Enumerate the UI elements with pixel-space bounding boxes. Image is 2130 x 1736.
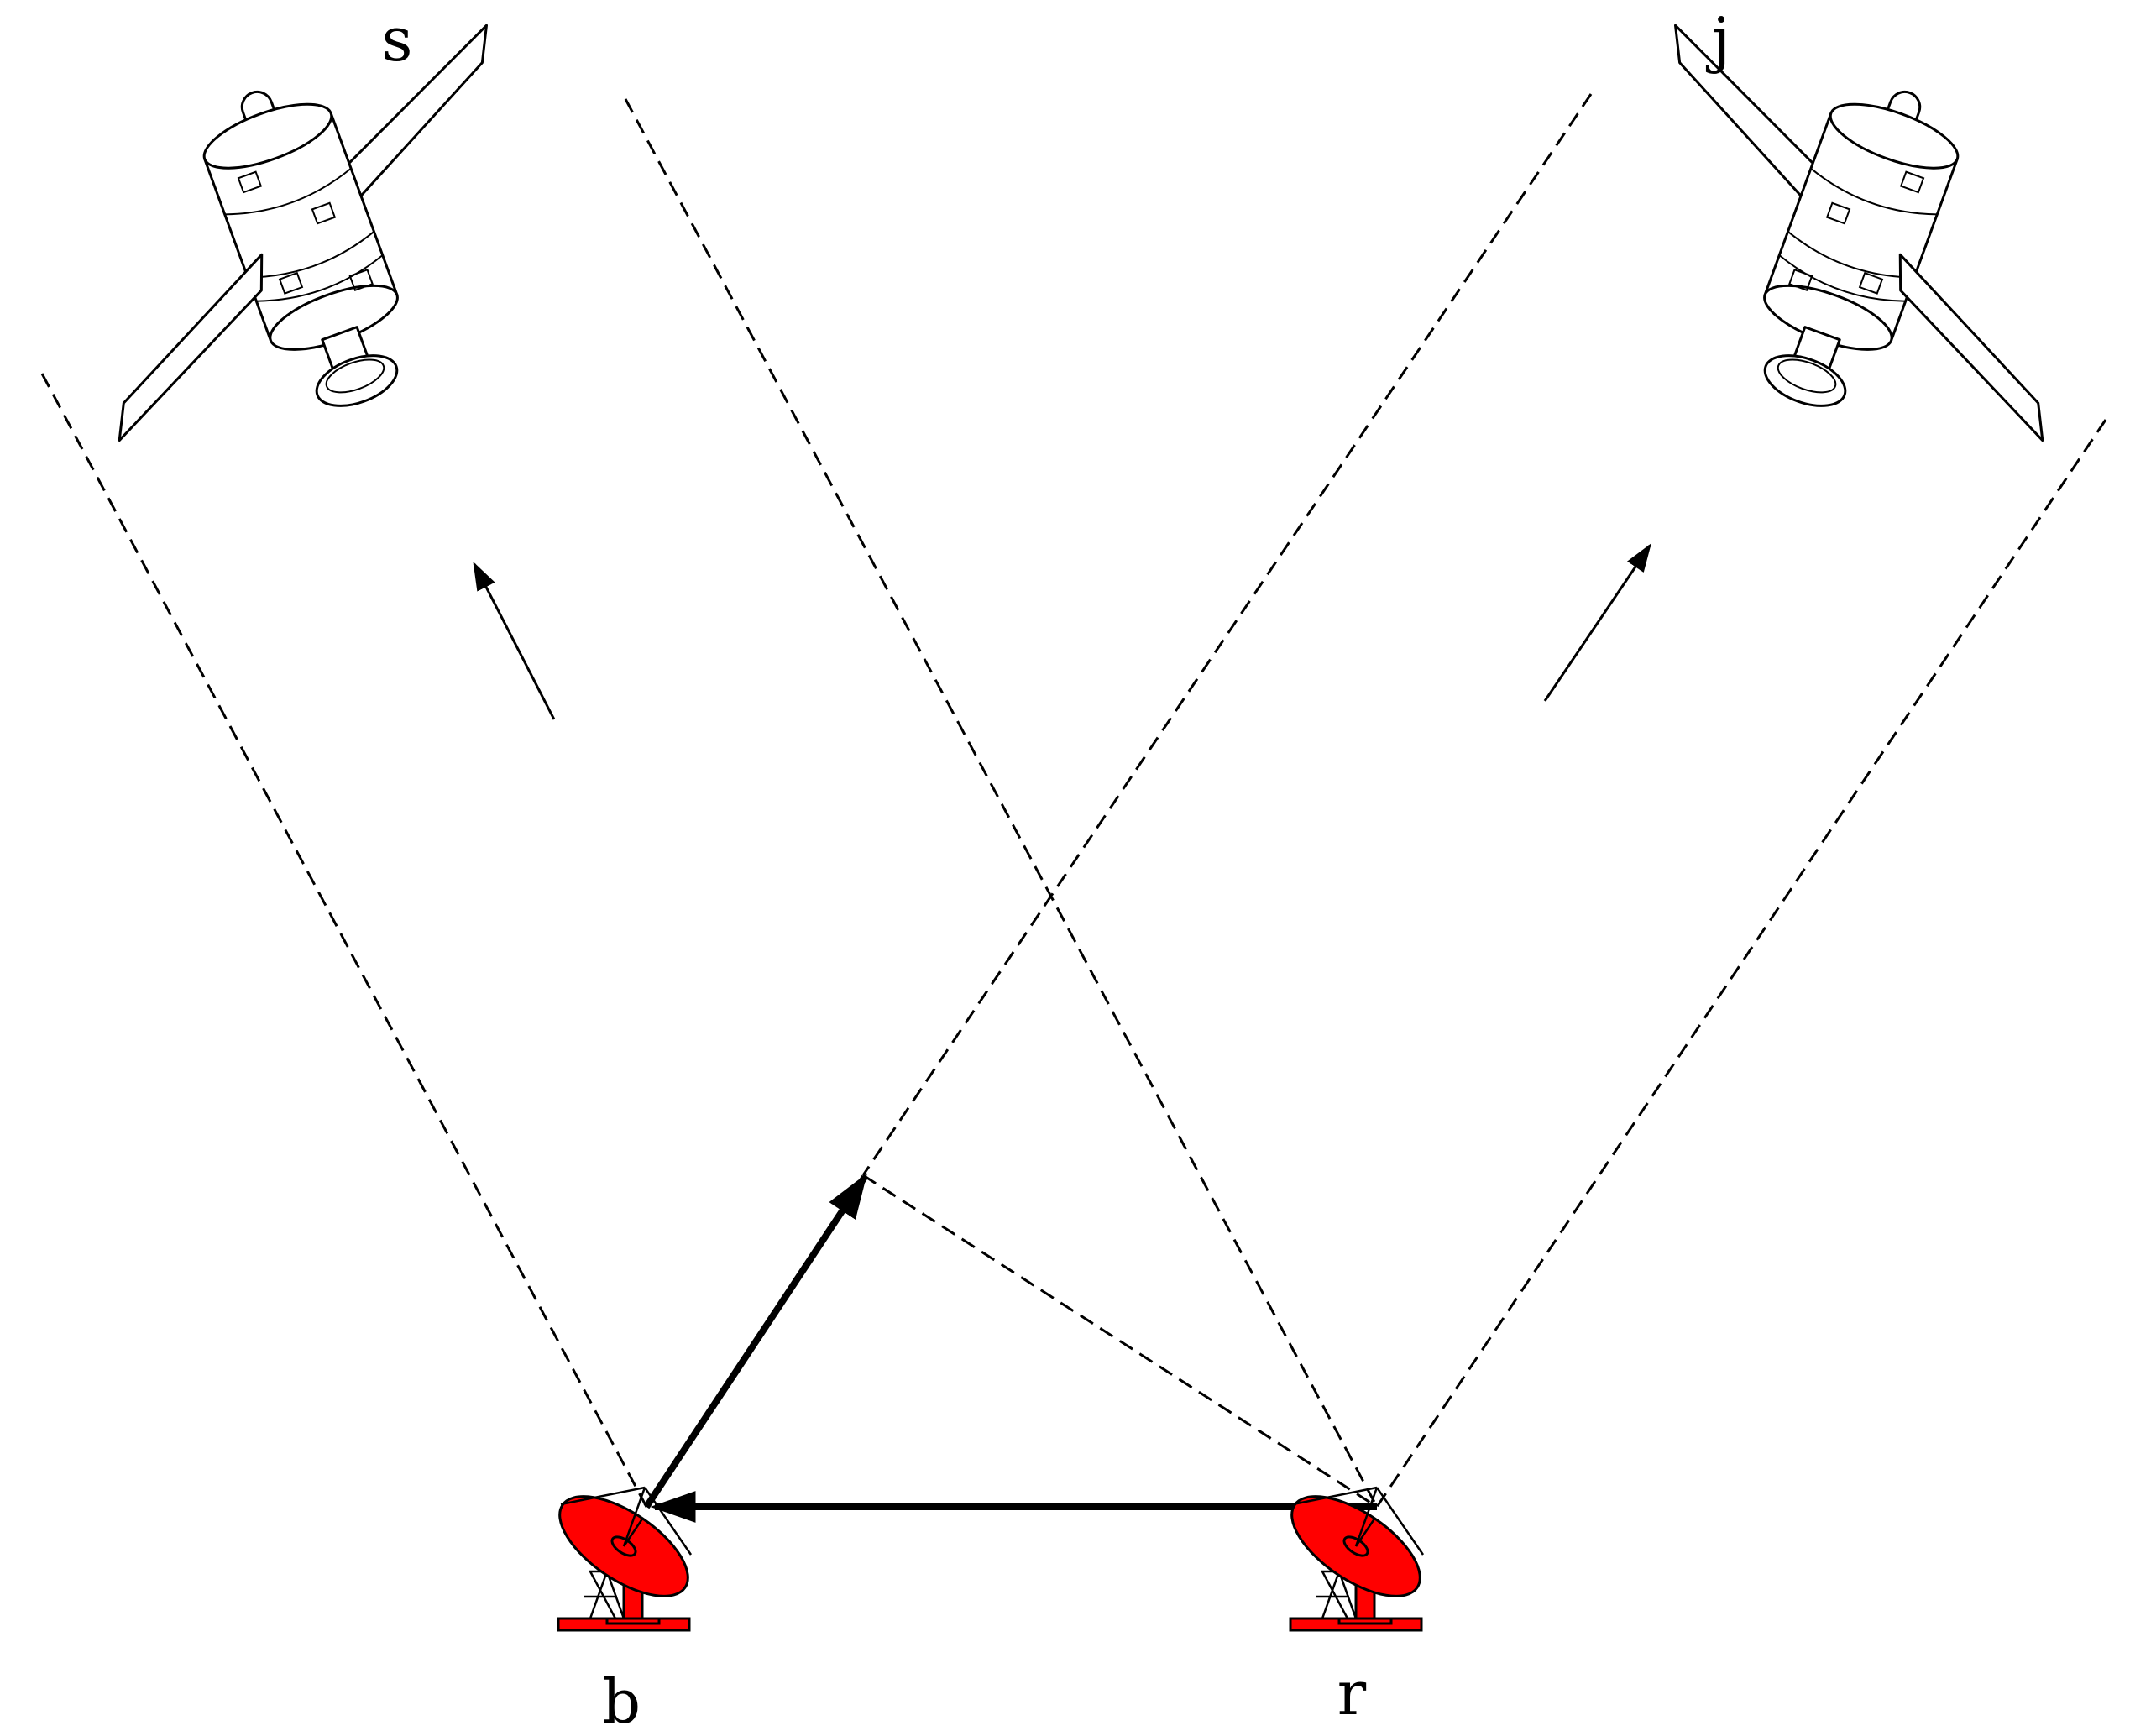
beam-j-right-edge	[1375, 419, 2107, 1508]
label-s: s	[382, 4, 413, 75]
label-r: r	[1337, 1658, 1367, 1728]
projected-baseline-vector	[643, 1173, 868, 1509]
beam-s-left-edge	[40, 373, 648, 1508]
satellite-j-icon	[1567, 8, 2130, 486]
dish-antenna-b-icon	[542, 1476, 705, 1632]
label-b: b	[602, 1666, 641, 1736]
satellite-s-icon	[22, 8, 594, 486]
beam-j-left-edge	[861, 93, 1593, 1176]
delay-projection-line	[862, 1174, 1378, 1509]
beam-s-right-edge	[624, 98, 1379, 1508]
direction-arrow-s	[473, 561, 556, 720]
direction-arrow-j	[1543, 543, 1651, 702]
dish-antenna-r-icon	[1274, 1476, 1437, 1632]
